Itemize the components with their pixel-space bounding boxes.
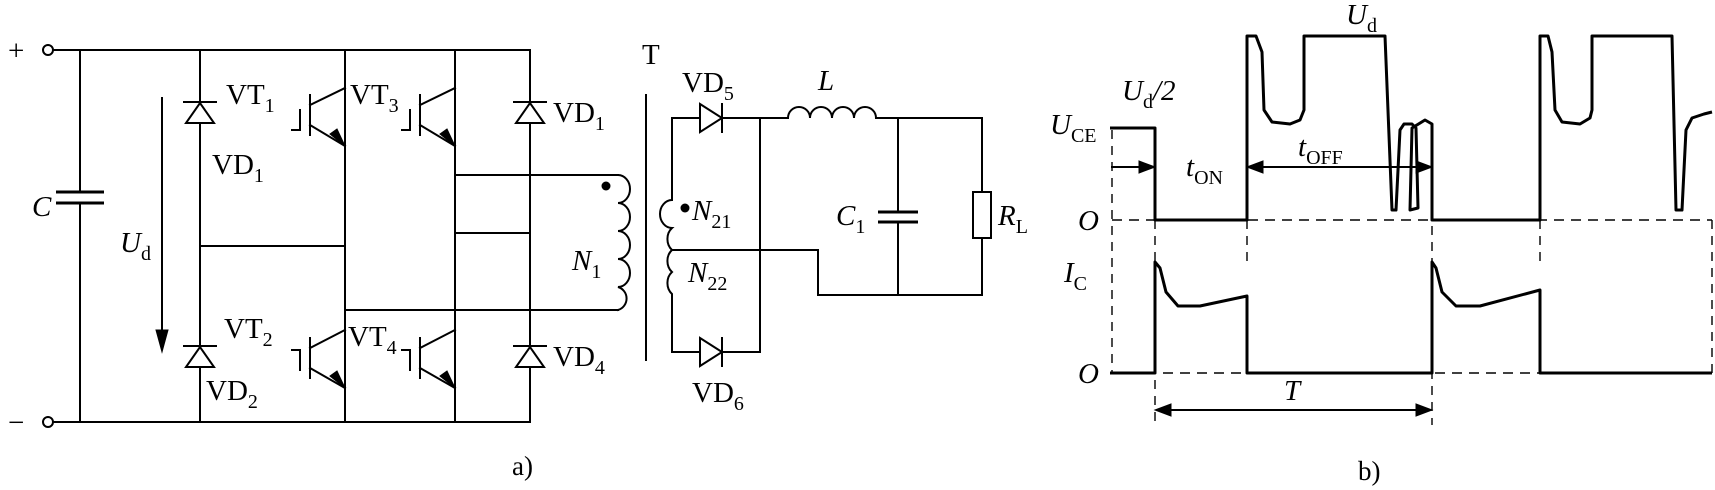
uce-waveform: [1110, 34, 1713, 222]
t-on-dimension: [1111, 160, 1157, 174]
vd4-label: VD4: [553, 341, 605, 379]
vt4-label: VT4: [348, 321, 397, 359]
vd2-label: VD2: [206, 375, 258, 413]
ud-half-label: Ud/2: [1122, 75, 1176, 113]
t-off-label: tOFF: [1298, 131, 1343, 169]
left-diode-column: [183, 49, 346, 423]
ic-label: IC: [1063, 257, 1087, 295]
n22-label: N22: [687, 257, 727, 295]
vt3-label: VT3: [350, 79, 399, 117]
transformer-primary: [601, 94, 647, 361]
caption-a: a): [512, 451, 533, 481]
capacitor-c-label: C: [32, 191, 52, 223]
output-filter: [759, 106, 992, 296]
transformer-secondary: [659, 102, 819, 368]
vd1-right-label: VD1: [553, 97, 605, 135]
vt2-label: VT2: [224, 313, 273, 351]
period-label: T: [1284, 375, 1302, 407]
ud-label: Ud: [120, 227, 151, 265]
c1-label: C1: [836, 200, 865, 238]
figure-a-circuit: + − C Ud T VT1 VT3 VD1 VD1 VT2 VT4 VD2 V…: [8, 35, 1028, 481]
transformer-label: T: [642, 39, 660, 71]
figure-b-waveforms: Ud Ud/2 UCE O IC O tON tOFF T b): [1050, 0, 1713, 486]
rl-label: RL: [997, 200, 1028, 238]
minus-terminal-label: −: [8, 407, 24, 439]
ud-top-label: Ud: [1346, 0, 1377, 37]
figure-b-labels: Ud Ud/2 UCE O IC O tON tOFF T b): [1050, 0, 1381, 486]
origin-upper-label: O: [1078, 205, 1099, 237]
t-off-dimension: [1245, 160, 1434, 174]
input-rails: [42, 44, 531, 428]
period-dimension: [1153, 403, 1434, 417]
right-diode-column: [513, 49, 619, 423]
right-transistor-leg: [344, 49, 531, 423]
vd6-label: VD6: [692, 377, 744, 415]
origin-lower-label: O: [1078, 358, 1099, 390]
vd1-left-label: VD1: [212, 149, 264, 187]
input-capacitor: [56, 49, 104, 423]
figure-a-labels: + − C Ud T VT1 VT3 VD1 VD1 VT2 VT4 VD2 V…: [8, 35, 1028, 481]
vd5-label: VD5: [682, 67, 734, 105]
ud-voltage-arrow: [155, 97, 169, 354]
n1-label: N1: [571, 245, 601, 283]
n21-label: N21: [691, 195, 731, 233]
uce-label: UCE: [1050, 109, 1097, 147]
vt1-label: VT1: [226, 79, 275, 117]
t-on-label: tON: [1186, 151, 1223, 189]
caption-b: b): [1358, 456, 1381, 486]
inductor-label: L: [817, 65, 834, 97]
ic-waveform: [1110, 260, 1712, 375]
left-transistor-leg: [291, 49, 347, 423]
plus-terminal-label: +: [8, 35, 24, 67]
